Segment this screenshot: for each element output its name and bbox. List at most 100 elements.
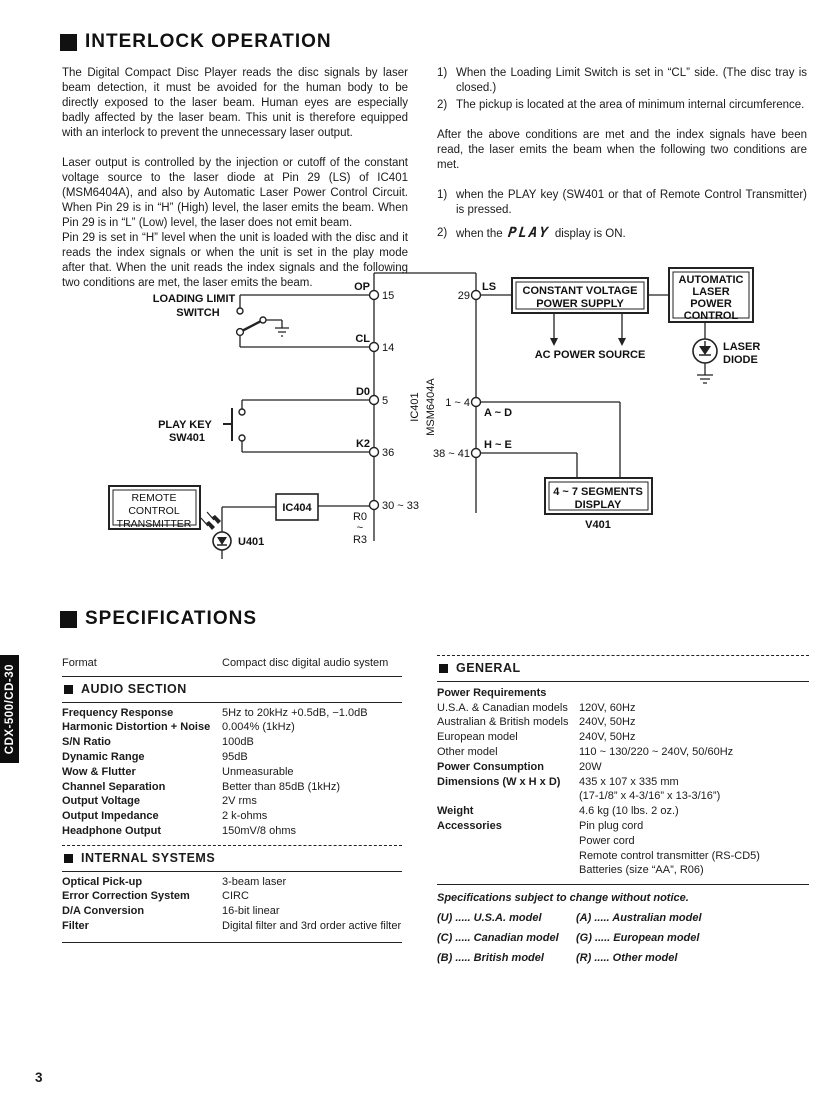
spec-value: 5Hz to 20kHz +0.5dB, −1.0dB — [222, 706, 368, 719]
spec-label: Error Correction System — [62, 890, 190, 903]
model-code: (U) ..... U.S.A. model — [437, 911, 542, 924]
spec-label: Accessories — [437, 819, 502, 832]
model-code: (A) ..... Australian model — [576, 911, 702, 924]
spec-label: Output Impedance — [62, 810, 159, 823]
play-key-label: SW401 — [169, 432, 205, 444]
pin-ad-label: A ~ D — [484, 407, 512, 419]
condition-item: 2) when the PLAY display is ON. — [437, 225, 807, 242]
spec-value: 240V, 50Hz — [579, 731, 636, 744]
spec-row: Output Voltage 2V rms — [62, 794, 402, 809]
section-bullet-icon — [64, 853, 73, 863]
spec-value: 435 x 107 x 335 mm — [579, 775, 679, 788]
spec-label: Wow & Flutter — [62, 765, 136, 778]
pin-cl-label: CL — [355, 333, 370, 345]
section-square-icon — [60, 610, 77, 628]
general-rows: Power Requirements U.S.A. & Canadian mod… — [437, 686, 809, 878]
interlock-title-row: INTERLOCK OPERATION — [60, 31, 332, 53]
spec-value: (17-1/8” x 4-3/16” x 13-3/16”) — [579, 790, 721, 803]
spec-value: 2 k-ohms — [222, 810, 268, 823]
section-title: INTERNAL SYSTEMS — [81, 850, 216, 865]
segments-display-label: 4 ~ 7 SEGMENTS — [553, 486, 643, 498]
model-legend-row: (U) ..... U.S.A. model (A) ..... Austral… — [437, 911, 809, 926]
page-number: 3 — [35, 1070, 43, 1085]
text-fragment: display is ON. — [554, 228, 626, 240]
item-text: when the PLAY key (SW401 or that of Remo… — [456, 189, 807, 216]
audio-section-header: AUDIO SECTION — [62, 680, 402, 699]
spec-row: Wow & Flutter Unmeasurable — [62, 765, 402, 780]
pin-op-label: OP — [354, 281, 370, 293]
specs-left-column: Format Compact disc digital audio system… — [62, 656, 402, 946]
paragraph: After the above conditions are met and t… — [437, 129, 807, 171]
interlock-title: INTERLOCK OPERATION — [85, 31, 332, 52]
side-tab-model-label: CDX-500/CD-30 — [0, 655, 19, 763]
spec-value: 120V, 60Hz — [579, 701, 636, 714]
segments-display-label: DISPLAY — [575, 499, 622, 511]
item-text: when the PLAY display is ON. — [456, 225, 807, 242]
arrowheads — [206, 338, 626, 530]
r3-label: R3 — [353, 534, 367, 546]
specs-note: Specifications subject to change without… — [437, 892, 689, 905]
spec-value: 2V rms — [222, 795, 257, 808]
specs-right-column: GENERAL Power Requirements U.S.A. & Cana… — [437, 652, 809, 965]
ic-pins — [235, 289, 482, 511]
spec-row: Power cord — [437, 834, 809, 849]
spec-row: Dimensions (W x H x D)435 x 107 x 335 mm — [437, 775, 809, 790]
laser-diode-label: LASER — [723, 341, 760, 353]
spec-value: 240V, 50Hz — [579, 716, 636, 729]
spec-label: Power Consumption — [437, 760, 544, 773]
model-code: (G) ..... European model — [576, 931, 700, 944]
spec-row: Output Impedance 2 k-ohms — [62, 809, 402, 824]
diagram-wires — [221, 272, 713, 559]
condition-item: 1) When the Loading Limit Switch is set … — [437, 66, 807, 96]
model-code: (C) ..... Canadian model — [437, 931, 559, 944]
paragraph: Pin 29 is set in “H” level when the unit… — [62, 232, 408, 289]
interlock-block-diagram: LOADING LIMIT SWITCH PLAY KEY SW401 REMO… — [108, 267, 760, 559]
spec-value: CIRC — [222, 890, 249, 903]
spec-label: D/A Conversion — [62, 905, 145, 918]
item-number: 2) — [437, 99, 448, 111]
section-bullet-icon — [439, 663, 448, 673]
spec-row: Remote control transmitter (RS-CD5) — [437, 849, 809, 864]
spec-label: Output Voltage — [62, 795, 141, 808]
item-text: The pickup is located at the area of min… — [456, 99, 805, 111]
spec-value: Unmeasurable — [222, 765, 294, 778]
spec-value: 110 ~ 130/220 ~ 240V, 50/60Hz — [579, 745, 734, 758]
model-code: (R) ..... Other model — [576, 951, 678, 964]
model-number-text: CDX-500/CD-30 — [3, 663, 16, 755]
spec-value: 0.004% (1kHz) — [222, 721, 295, 734]
item-number: 2) — [437, 227, 448, 239]
pin-k2-label: K2 — [356, 438, 370, 450]
pin-d0-label: D0 — [356, 386, 370, 398]
power-supply-label: POWER SUPPLY — [536, 298, 624, 310]
spec-value: 20W — [579, 760, 602, 773]
spec-value: 95dB — [222, 750, 248, 763]
loading-limit-switch-label: SWITCH — [176, 307, 219, 319]
constant-voltage-label: CONSTANT VOLTAGE — [523, 285, 638, 297]
remote-transmitter-label: TRANSMITTER — [117, 518, 192, 530]
spec-value: 100dB — [222, 736, 254, 749]
pin-30-33-label: 30 ~ 33 — [382, 500, 419, 512]
spec-label: Dynamic Range — [62, 750, 145, 763]
spec-row: Power Consumption 20W — [437, 760, 809, 775]
pin-14-label: 14 — [382, 342, 394, 354]
specs-title-row: SPECIFICATIONS — [60, 608, 257, 630]
r0-label: R0 — [353, 511, 367, 523]
spec-value: Batteries (size “AA”, R06) — [579, 864, 704, 877]
spec-label: Headphone Output — [62, 824, 161, 837]
condition-item: 2) The pickup is located at the area of … — [437, 98, 807, 113]
spec-value: Better than 85dB (1kHz) — [222, 780, 341, 793]
spec-value: 3-beam laser — [222, 875, 287, 888]
internal-systems-header: INTERNAL SYSTEMS — [62, 849, 402, 868]
